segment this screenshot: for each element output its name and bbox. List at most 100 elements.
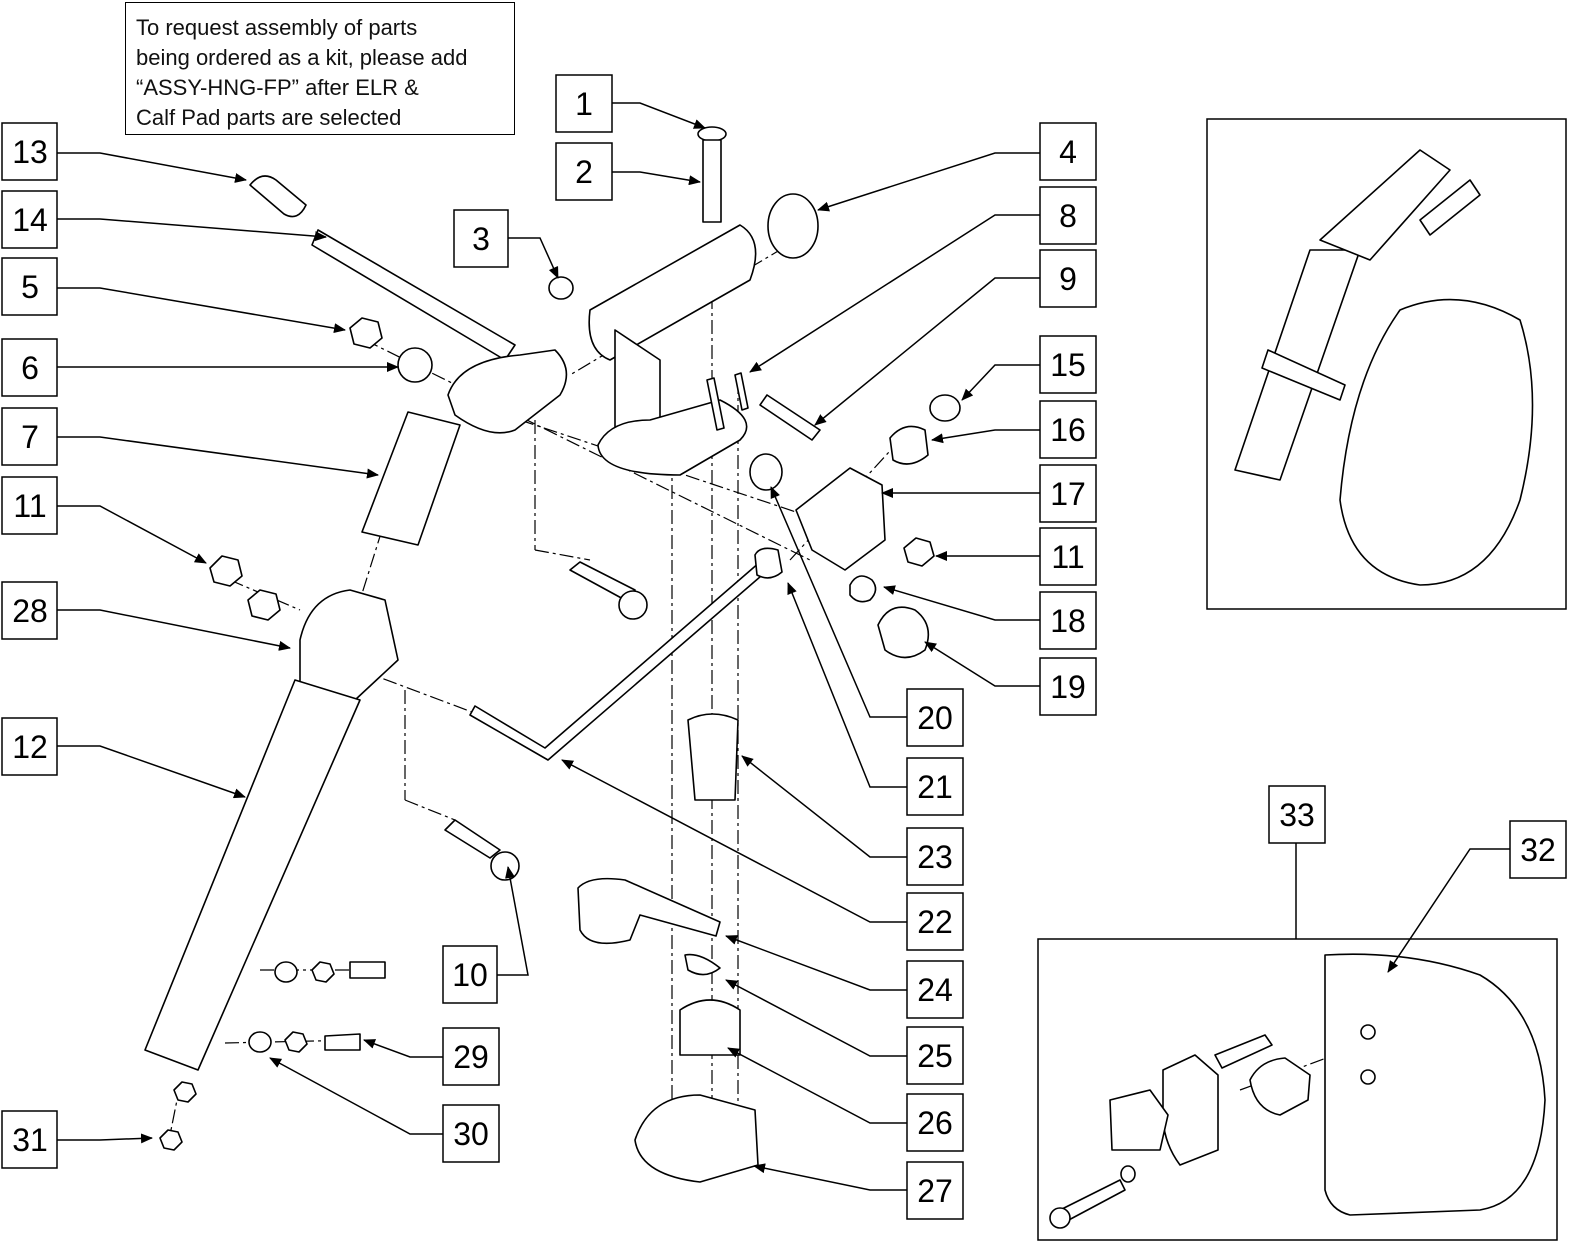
- callout: 15: [1039, 335, 1097, 394]
- callout-label: 3: [472, 221, 490, 257]
- callout-label: 5: [21, 269, 39, 305]
- callout: 22: [906, 892, 964, 951]
- callout-label: 24: [917, 972, 953, 1008]
- part-drawings: [144, 126, 1546, 1229]
- note-line: “ASSY-HNG-FP” after ELR &: [136, 75, 419, 100]
- part-15-nut: [929, 394, 961, 422]
- callout-label: 17: [1050, 476, 1086, 512]
- part-25-spring: [684, 953, 721, 976]
- assembly-note: To request assembly of parts being order…: [125, 2, 515, 135]
- part-24-lever: [577, 877, 721, 945]
- callout-label: 25: [917, 1038, 953, 1074]
- part-21-spacer: [754, 547, 783, 579]
- part-26-bushing: [679, 999, 741, 1056]
- callout: 26: [906, 1093, 964, 1152]
- callout: 30: [442, 1104, 500, 1163]
- callout: 17: [1039, 464, 1097, 523]
- callout-label: 8: [1059, 198, 1077, 234]
- callout-label: 26: [917, 1105, 953, 1141]
- callout: 13: [1, 122, 58, 181]
- leader-lines: [57, 102, 1510, 1191]
- inset-calf-pad: [1339, 298, 1534, 586]
- stem-tube: [614, 329, 661, 431]
- callout: 11: [1, 476, 58, 535]
- callout-label: 19: [1050, 669, 1086, 705]
- callout: 25: [906, 1026, 964, 1085]
- part-32-calf-pad: [1324, 953, 1546, 1216]
- callout-label: 13: [12, 134, 48, 170]
- callout: 18: [1039, 591, 1097, 650]
- callout: 16: [1039, 400, 1097, 459]
- callout-label: 15: [1050, 347, 1086, 383]
- callout-label: 11: [13, 488, 46, 524]
- callout-label: 20: [917, 700, 953, 736]
- callout: 9: [1039, 249, 1097, 308]
- part-31-nut: [159, 1129, 183, 1151]
- callout-label: 22: [917, 904, 953, 940]
- callout-label: 30: [453, 1116, 489, 1152]
- callout-label: 12: [12, 729, 48, 765]
- callout: 19: [1039, 657, 1097, 716]
- callout-label: 16: [1050, 412, 1086, 448]
- part-18-spring: [849, 575, 877, 603]
- part-12-tube: [144, 679, 361, 1071]
- callout: 14: [1, 190, 58, 249]
- note-line: To request assembly of parts: [136, 15, 418, 40]
- part-13-cap: [249, 175, 307, 218]
- part-7-sleeve: [361, 411, 461, 546]
- callout: 28: [1, 581, 58, 640]
- callout-label: 6: [21, 350, 39, 386]
- callout-label: 10: [452, 957, 488, 993]
- callout-label: 18: [1050, 603, 1086, 639]
- callout: 12: [1, 717, 58, 776]
- screw-1-head: [697, 126, 727, 142]
- part-27-base: [634, 1094, 759, 1183]
- callout-label: 9: [1059, 261, 1077, 297]
- part-11-nut: [209, 555, 243, 587]
- part-29-bolt: [324, 1033, 361, 1051]
- note-line: Calf Pad parts are selected: [136, 105, 402, 130]
- part-4-grommet: [767, 193, 819, 259]
- callout-label: 32: [1520, 832, 1556, 868]
- callout: 8: [1039, 186, 1097, 245]
- part-11-nut-2: [247, 589, 281, 621]
- callout-label: 27: [917, 1173, 953, 1209]
- clevis: [447, 349, 568, 434]
- callout: 2: [555, 142, 613, 201]
- part-19-bumper: [877, 606, 930, 659]
- callout: 33: [1268, 785, 1326, 844]
- callout: 29: [442, 1027, 500, 1086]
- callout-labels: 1 2 3 4 8 9 13 14 5 6 7 11 28 12 15 16 1…: [1, 74, 1567, 1220]
- callout: 20: [906, 688, 964, 747]
- part-10-screw: [444, 819, 501, 859]
- callout-label: 14: [12, 202, 48, 238]
- callout-label: 1: [575, 86, 593, 122]
- callout-label: 33: [1279, 797, 1315, 833]
- callout: 10: [442, 945, 498, 1004]
- part-23-bushing: [687, 713, 739, 801]
- callout: 7: [1, 407, 58, 466]
- part-20-washer: [749, 453, 783, 491]
- callout-label: 4: [1059, 134, 1077, 170]
- part-9-screw: [759, 394, 821, 441]
- callout: 5: [1, 257, 58, 316]
- part-28-clamp: [299, 589, 399, 701]
- callout: 6: [1, 338, 58, 397]
- callout-label: 2: [575, 154, 593, 190]
- callout-label: 23: [917, 839, 953, 875]
- part-11-nut-right: [903, 537, 935, 567]
- callout: 32: [1509, 820, 1567, 879]
- callout: 23: [906, 827, 964, 886]
- callout: 4: [1039, 122, 1097, 181]
- part-30-washer: [248, 1031, 272, 1053]
- callout: 31: [1, 1110, 58, 1169]
- callout: 24: [906, 960, 964, 1019]
- part-17-latch: [795, 467, 886, 571]
- part-3-nut: [548, 276, 574, 300]
- callout: 11: [1039, 527, 1097, 586]
- callout-label: 29: [453, 1039, 489, 1075]
- part-16-spacer: [889, 425, 929, 465]
- callout: 21: [906, 757, 964, 816]
- callout: 27: [906, 1161, 964, 1220]
